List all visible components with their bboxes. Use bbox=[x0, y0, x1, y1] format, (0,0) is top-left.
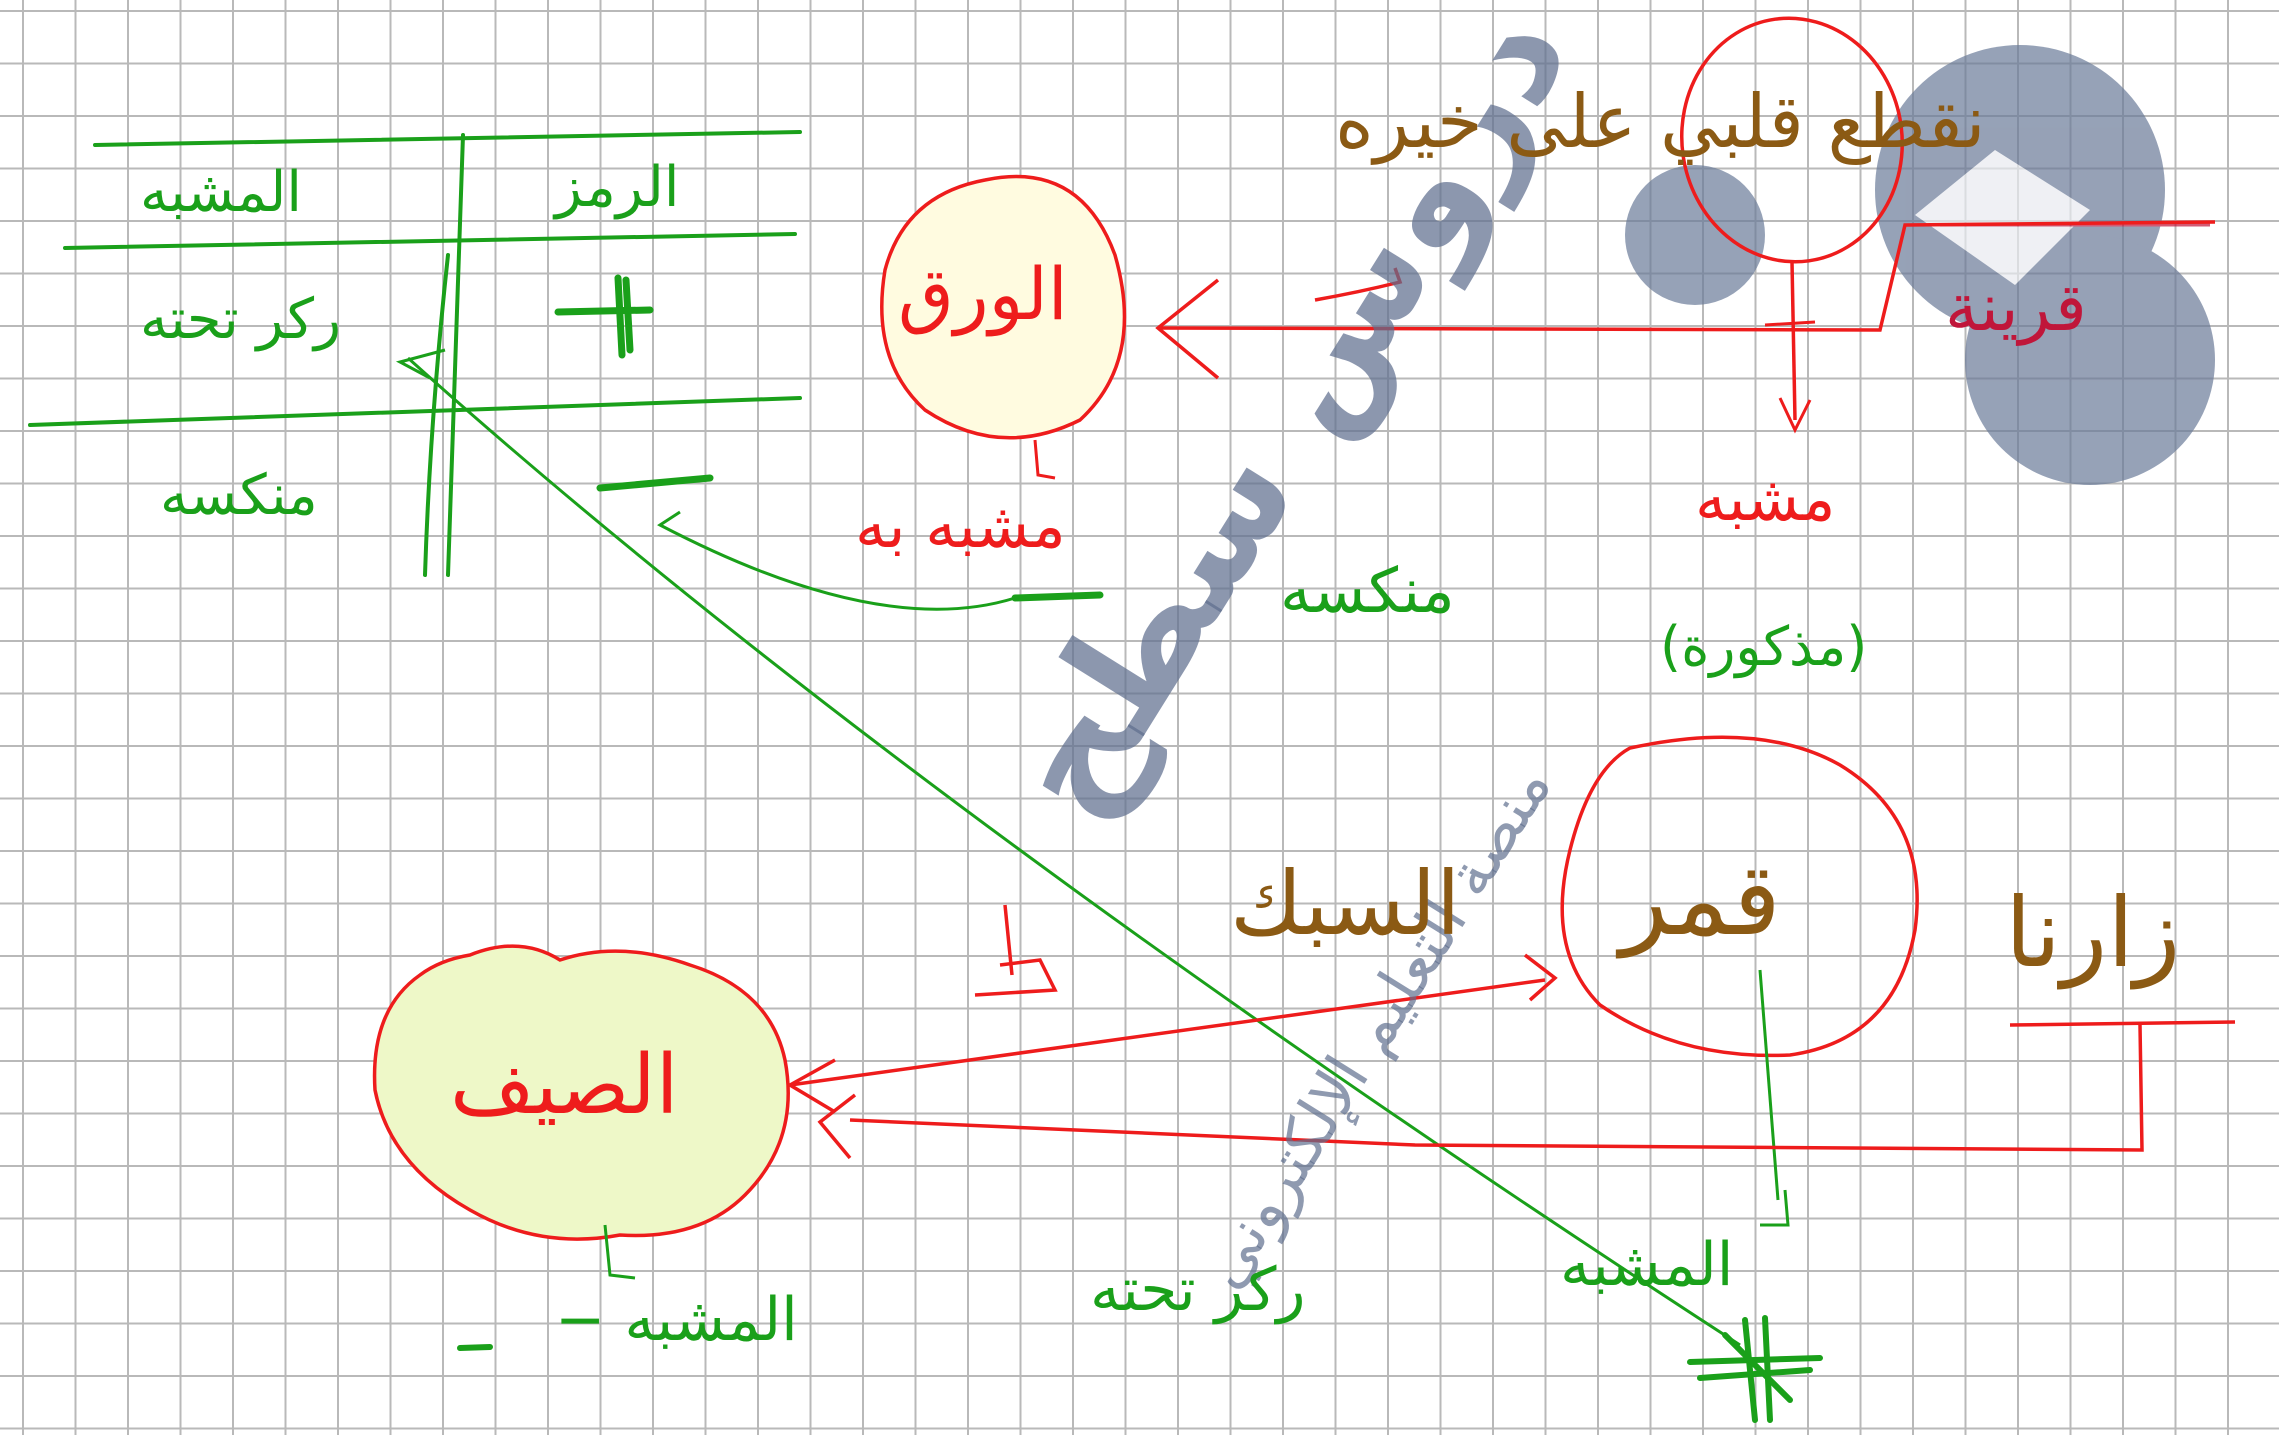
diagram1-clue-word: قرينة bbox=[1945, 269, 2087, 346]
qamar-circle bbox=[1560, 735, 1919, 1058]
diagram1-mushabbah-bih: مشبه به bbox=[855, 489, 1066, 562]
bottom-plus-mark bbox=[1687, 1315, 1823, 1423]
watermark-logo bbox=[1625, 45, 2215, 485]
table-lines bbox=[28, 130, 802, 577]
diagram1-mushabbah: مشبه bbox=[1695, 462, 1836, 535]
diagonal-link-line bbox=[406, 356, 1741, 1347]
mushabbah-bih-minus bbox=[1011, 591, 1104, 602]
diagram2-phrase-right: زارنا bbox=[2005, 877, 2181, 989]
table-plus-mark bbox=[554, 274, 654, 359]
diagram2-mushabbah-bih: المشبه − bbox=[555, 1285, 798, 1355]
diagram2-mushabbah: المشبه bbox=[1560, 1230, 1734, 1300]
diagram2-note: ركر تحته bbox=[1090, 1255, 1306, 1325]
diagram2-phrase-mid: قمر bbox=[1620, 841, 1781, 958]
diagram1-hidden-note: منكسه bbox=[1280, 554, 1455, 627]
diagram1-circled-word: الورق bbox=[898, 252, 1068, 336]
minus-link-curve bbox=[657, 510, 1016, 611]
diagram1-hidden-note-paren: (مذكورة) bbox=[1660, 615, 1868, 678]
table-header-mushabbah: المشبه bbox=[140, 160, 302, 225]
diagram1-phrase: نقطع قلبي على خيره bbox=[1335, 79, 1986, 165]
waraq-circle bbox=[880, 174, 1127, 440]
sayf-blob bbox=[372, 944, 790, 1241]
diagram2-circled-word: الصيف bbox=[450, 1038, 679, 1133]
qalbi-circle bbox=[1680, 16, 1904, 264]
table-row1-mushabbah: ركر تحته bbox=[140, 287, 342, 352]
table-row2-mushabbah: منكسه bbox=[160, 463, 318, 528]
table-header-symbol: الرمز bbox=[555, 155, 680, 220]
diagram2-phrase-left: السبك bbox=[1230, 852, 1461, 955]
table-minus-mark bbox=[596, 474, 714, 492]
